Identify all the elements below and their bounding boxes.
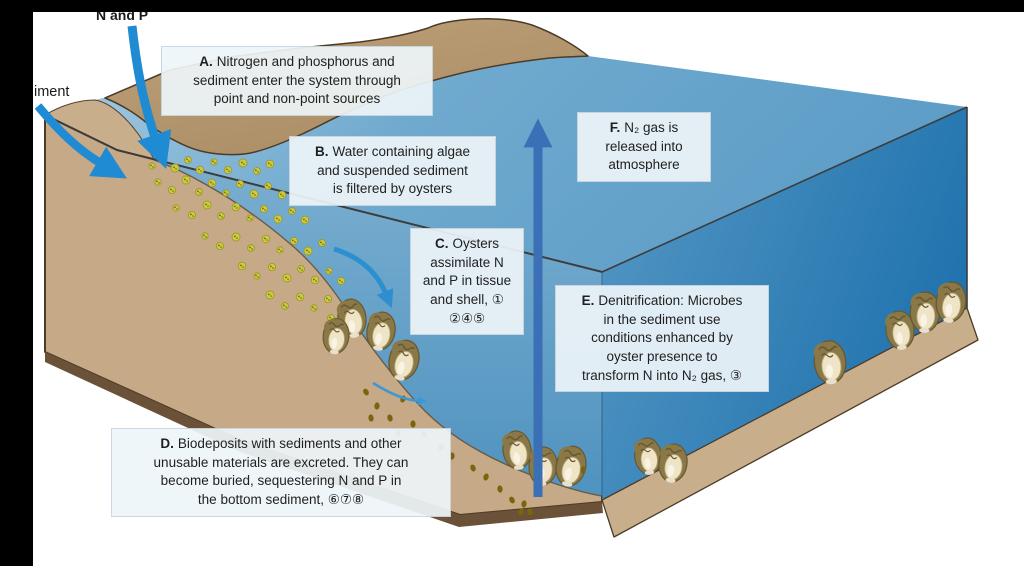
note-a-nutrient-inputs: A.Nitrogen and phosphorus and sediment e… <box>161 46 433 116</box>
note-a-text: Nitrogen and phosphorus and sediment ent… <box>193 54 401 107</box>
sediment-inflow-arrow <box>34 103 127 179</box>
oyster-reefs <box>322 281 967 487</box>
algae-to-oyster-arrow <box>333 246 394 309</box>
oyster-to-deposit-arrow <box>372 381 427 406</box>
biodeposits <box>363 388 586 516</box>
front-water-right <box>602 107 967 500</box>
note-e-denitrification: E.Denitrification: Microbes in the sedim… <box>555 285 769 393</box>
note-d-letter: D. <box>160 436 174 451</box>
block-bottom-edge <box>45 352 603 527</box>
flow-arrows <box>34 25 553 497</box>
note-b-text: Water containing algae and suspended sed… <box>317 144 471 197</box>
note-d-text: Biodeposits with sediments and other unu… <box>153 436 409 507</box>
n-and-p-inflow-arrow <box>127 25 172 169</box>
note-f-text: N₂ gas is released into atmosphere <box>605 120 683 173</box>
note-c-letter: C. <box>434 236 449 251</box>
note-d-biodeposits: D.Biodeposits with sediments and other u… <box>111 428 451 517</box>
note-e-letter: E. <box>581 293 595 308</box>
note-a-letter: A. <box>199 54 213 69</box>
note-f-letter: F. <box>609 120 621 135</box>
note-e-text: Denitrification: Microbes in the sedimen… <box>582 293 743 383</box>
sediment-label-cutoff: iment <box>34 84 70 100</box>
right-bank <box>601 307 979 538</box>
letterbox-top-bar <box>0 0 1024 12</box>
letterbox-left-bar <box>0 0 33 566</box>
note-c-text: Oysters assimilate N and P in tissue and… <box>422 236 512 326</box>
note-f-n2-release: F.N₂ gas is released into atmosphere <box>577 112 711 182</box>
note-c-assimilation: C.Oysters assimilate N and P in tissue a… <box>410 228 524 336</box>
note-b-letter: B. <box>314 144 329 159</box>
note-b-filtering: B.Water containing algae and suspended s… <box>289 136 496 206</box>
